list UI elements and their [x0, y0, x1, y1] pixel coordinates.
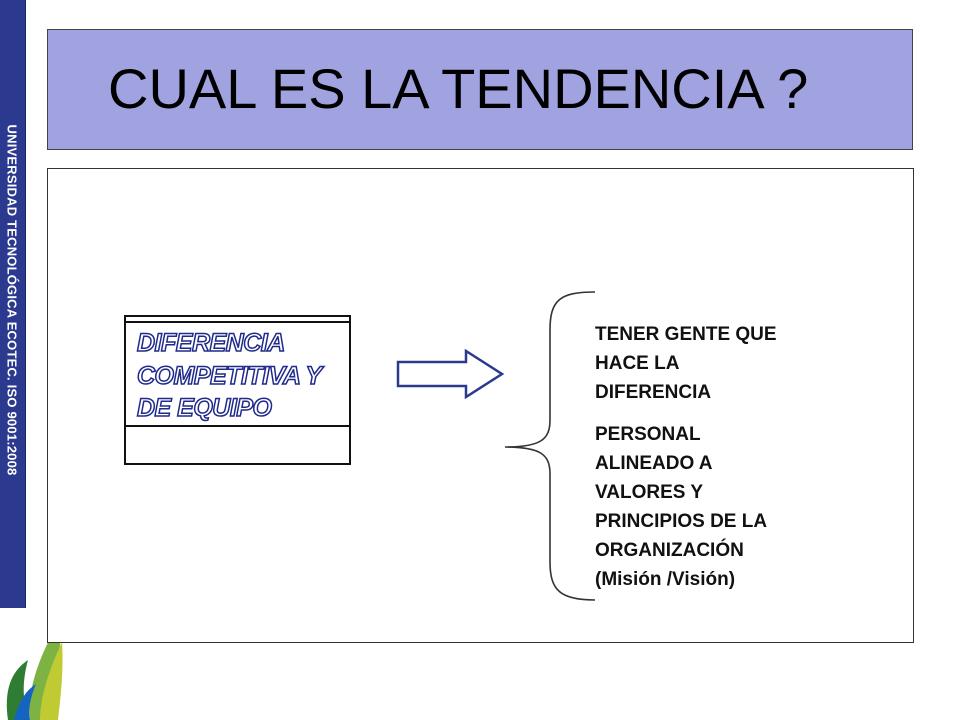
label-line-3: DE EQUIPO: [136, 393, 272, 423]
side-bar-text: UNIVERSIDAD TECNOLÓGICA ECOTEC. ISO 9001…: [4, 124, 20, 476]
point-2-line-3: VALORES Y: [595, 482, 704, 503]
point-2-line-2: ALINEADO A: [595, 453, 713, 474]
label-inner-frame: [126, 321, 349, 427]
label-line-2: COMPETITIVA Y: [136, 361, 323, 391]
point-2-line-4: PRINCIPIOS DE LA: [595, 511, 768, 532]
side-bar: UNIVERSIDAD TECNOLÓGICA ECOTEC. ISO 9001…: [0, 0, 26, 608]
label-line-1: DIFERENCIA: [136, 328, 286, 358]
point-1-line-3: DIFERENCIA: [595, 382, 712, 403]
slide-title: CUAL ES LA TENDENCIA ?: [108, 57, 809, 120]
point-1: TENER GENTE QUE HACE LA DIFERENCIA: [595, 320, 777, 407]
right-arrow-icon: [396, 349, 505, 399]
curly-brace-icon: [504, 291, 596, 601]
point-1-line-1: TENER GENTE QUE: [595, 324, 777, 345]
point-2: PERSONAL ALINEADO A VALORES Y PRINCIPIOS…: [595, 420, 767, 594]
label-box: DIFERENCIA COMPETITIVA Y DE EQUIPO: [124, 315, 351, 465]
point-1-line-2: HACE LA: [595, 353, 680, 374]
leaf-logo-icon: [6, 618, 63, 720]
point-2-line-5: ORGANIZACIÓN: [595, 540, 744, 561]
title-banner: CUAL ES LA TENDENCIA ?: [47, 29, 913, 150]
point-2-line-6: (Misión /Visión): [595, 569, 736, 590]
point-2-line-1: PERSONAL: [595, 424, 701, 445]
